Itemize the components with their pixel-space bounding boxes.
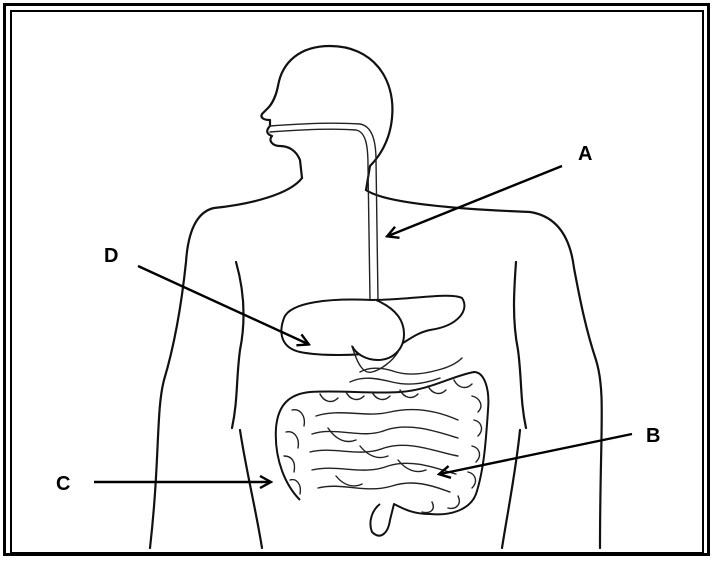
- label-c: C: [56, 473, 70, 495]
- esophagus: [270, 123, 378, 300]
- label-d: D: [104, 245, 118, 267]
- label-a: A: [578, 143, 592, 165]
- label-b: B: [646, 425, 660, 447]
- large-intestine: [276, 372, 489, 536]
- arrow-d: [138, 266, 308, 344]
- arrow-a: [388, 166, 562, 236]
